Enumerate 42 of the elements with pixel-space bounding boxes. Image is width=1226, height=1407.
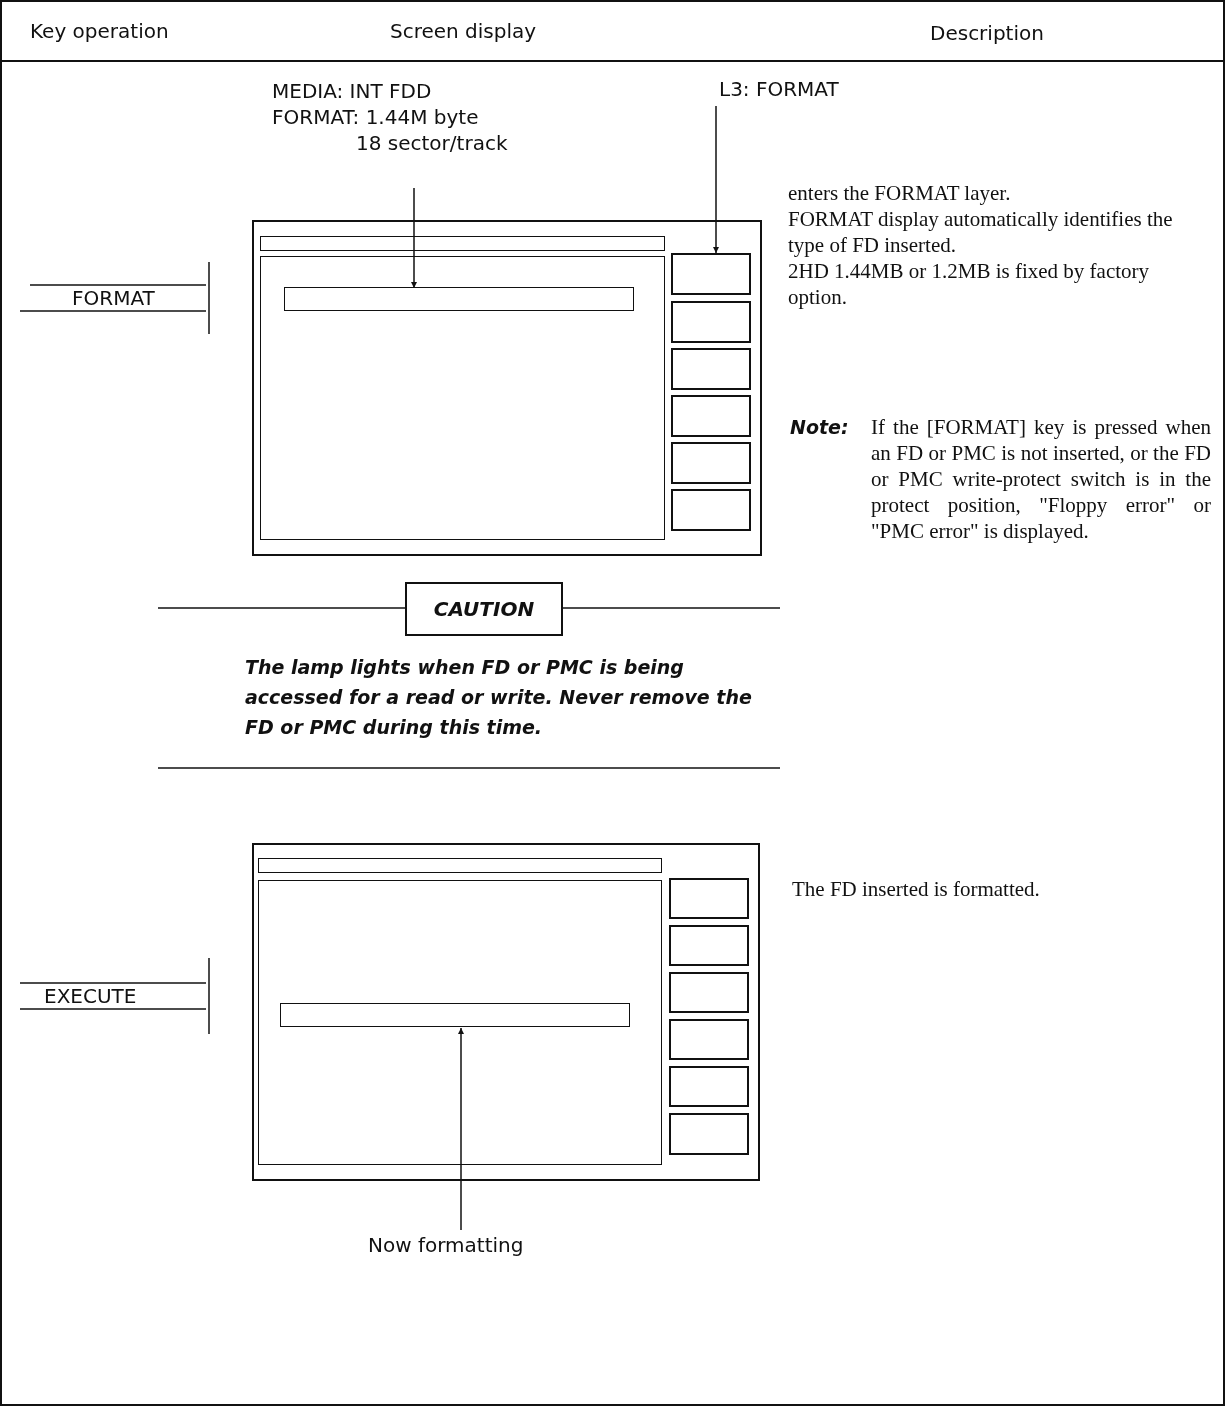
- leader-arrow: [458, 1027, 464, 1231]
- caution-heading: CAUTION: [432, 596, 536, 622]
- display-area: [258, 880, 662, 1165]
- screen-frame: [252, 220, 762, 556]
- caution-box: [405, 582, 563, 636]
- leader-arrow: [713, 105, 719, 254]
- note-text: If the [FORMAT] key is pressed when an FD or PMC is not inserted, or the FD or PMC write-protect switch is in the protect position, "Floppy error" or "PMC error" is displayed.: [871, 414, 1211, 544]
- key-label: FORMAT: [72, 285, 155, 311]
- input-field: [280, 1003, 630, 1027]
- soft-key: [669, 1113, 749, 1155]
- caution-text: The lamp lights when FD or PMC is being accessed for a read or write. Never remove the FD or PMC during this time.: [245, 655, 753, 740]
- soft-key: [671, 253, 751, 295]
- callout-text: Now formatting: [368, 1232, 524, 1258]
- callout-text: 18 sector/track: [356, 130, 508, 156]
- key-label: EXECUTE: [44, 983, 137, 1009]
- callout-text: MEDIA: INT FDD: [272, 78, 432, 104]
- soft-key: [669, 878, 749, 919]
- soft-key: [671, 442, 751, 484]
- soft-key: [669, 1019, 749, 1060]
- column-header: Description: [930, 20, 1045, 46]
- column-header: Key operation: [30, 18, 170, 44]
- soft-key: [671, 395, 751, 437]
- soft-key: [669, 1066, 749, 1107]
- leader-arrow: [411, 187, 417, 289]
- description-text: 2HD 1.44MB or 1.2MB is fixed by factory option.: [788, 258, 1151, 310]
- input-field: [284, 287, 634, 311]
- display-area: [260, 256, 665, 540]
- description-text: The FD inserted is formatted.: [792, 876, 1041, 902]
- callout-text: FORMAT: 1.44M byte: [272, 104, 479, 130]
- soft-key: [671, 301, 751, 343]
- description-text: enters the FORMAT layer.: [788, 180, 1012, 206]
- note-label: Note:: [790, 415, 849, 440]
- screen-frame: [252, 843, 760, 1181]
- column-header: Screen display: [390, 18, 538, 44]
- soft-key: [671, 489, 751, 531]
- soft-key: [669, 972, 749, 1013]
- description-text: FORMAT display automatically identifies the type of FD inserted.: [788, 206, 1174, 258]
- callout-text: L3: FORMAT: [719, 76, 839, 102]
- title-bar: [258, 858, 662, 873]
- soft-key: [669, 925, 749, 966]
- soft-key: [671, 348, 751, 390]
- title-bar: [260, 236, 665, 251]
